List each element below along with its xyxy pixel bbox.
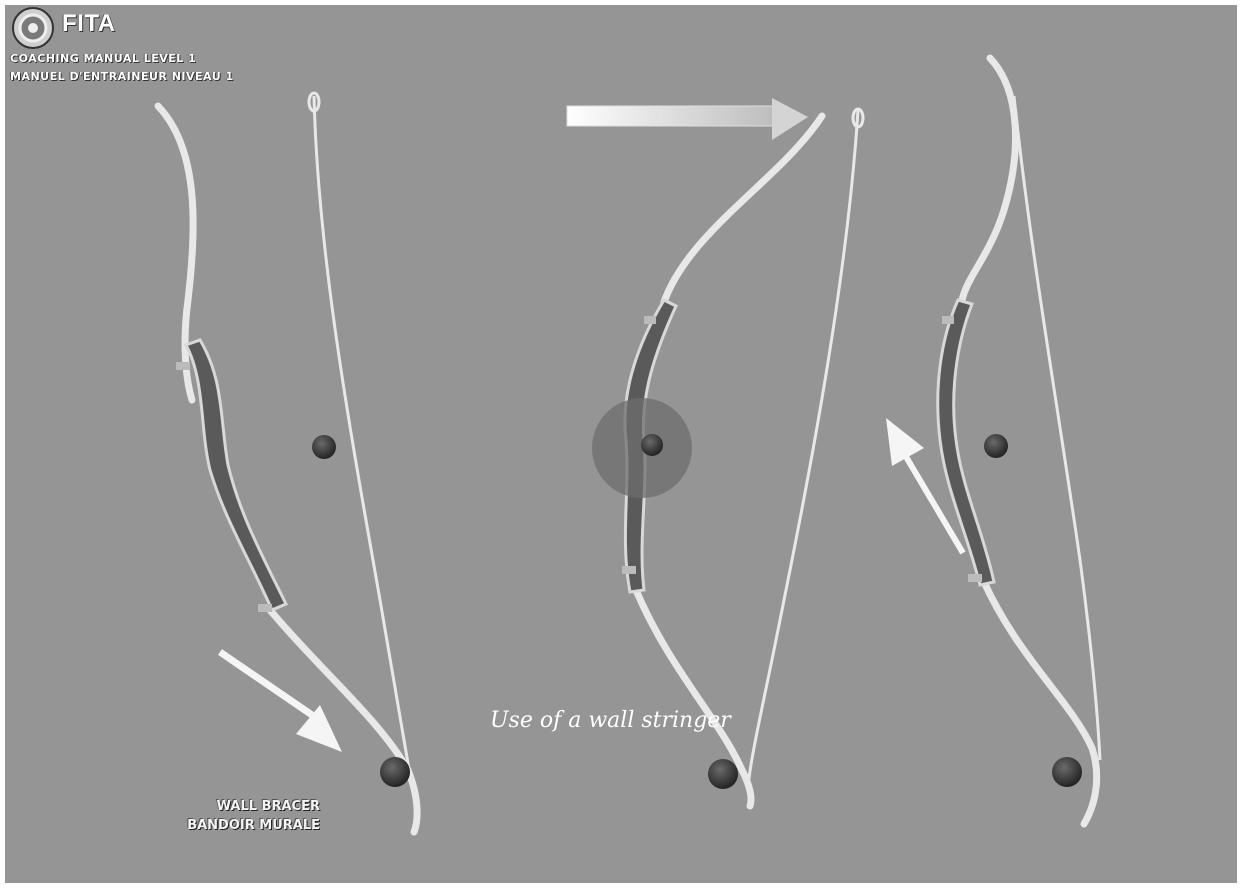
brand-name: FITA (62, 10, 116, 38)
wall-peg-upper-2 (641, 434, 663, 456)
label-wall-bracer-en: WALL BRACER (120, 799, 320, 814)
fita-logo-icon (13, 8, 53, 48)
manual-title-fr: Manuel d'Entraineur Niveau 1 (10, 70, 234, 83)
wall-peg-lower-3 (1052, 757, 1082, 787)
manual-title-en: Coaching Manual Level 1 (10, 52, 196, 65)
label-wall-bracer-fr: BANDOIR MURALE (120, 818, 320, 833)
wall-peg-lower-1 (380, 757, 410, 787)
figure-caption: Use of a wall stringer (490, 708, 731, 733)
wall-peg-upper-3 (984, 434, 1008, 458)
wall-peg-upper-1 (312, 435, 336, 459)
wall-peg-lower-2 (708, 759, 738, 789)
